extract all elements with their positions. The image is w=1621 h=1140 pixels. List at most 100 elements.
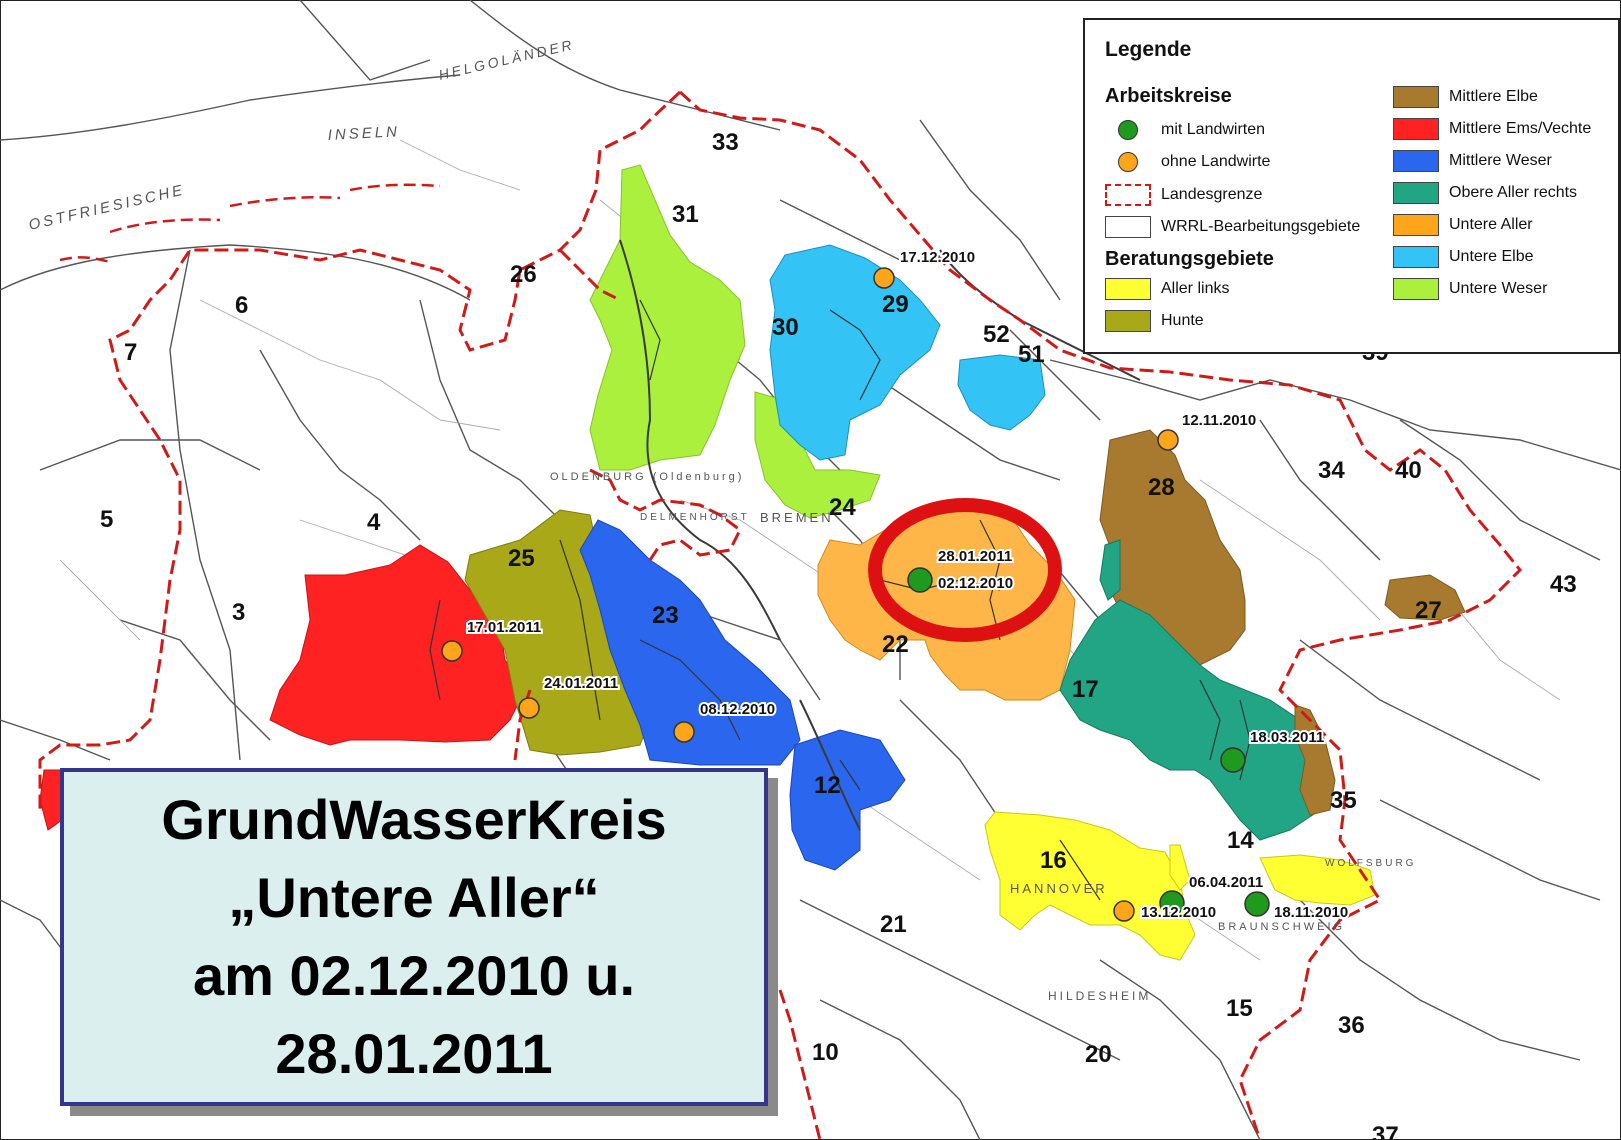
place-label: BREMEN — [760, 510, 834, 525]
area-obere-aller-rechts-17-14 — [1059, 599, 1331, 841]
callout-line-4: 28.01.2011 — [275, 1022, 553, 1085]
orange-dot-icon — [1118, 152, 1138, 172]
area-mittlere-weser-23 — [579, 519, 801, 766]
area-number-25: 25 — [508, 545, 535, 572]
area-number-27: 27 — [1415, 597, 1442, 624]
color-swatch-icon — [1105, 310, 1151, 332]
area-number-7: 7 — [124, 339, 137, 366]
legend-label: Aller links — [1161, 280, 1230, 297]
dashed-border-icon — [1105, 184, 1151, 206]
area-untere-weser-31 — [589, 164, 746, 471]
highlight-ellipse — [868, 498, 1062, 642]
white-swatch-icon — [1105, 216, 1151, 238]
area-number-16: 16 — [1040, 847, 1067, 874]
green-dot-icon — [1244, 891, 1270, 917]
orange-dot-icon — [441, 640, 463, 662]
legend-item-wrrl: WRRL-Bearbeitungsgebiete — [1105, 216, 1360, 238]
legend-item-mittlere-elbe: Mittlere Elbe — [1393, 86, 1538, 108]
legend-beratungsgebiete-title: Beratungsgebiete — [1105, 248, 1274, 270]
area-aller-links-east — [1259, 854, 1376, 906]
orange-dot-icon — [518, 697, 540, 719]
orange-dot-icon — [873, 267, 895, 289]
legend-label: ohne Landwirte — [1161, 153, 1271, 170]
legend-item-ohne-landwirte: ohne Landwirte — [1105, 152, 1270, 172]
color-swatch-icon — [1393, 278, 1439, 300]
legend-item-mittlere-ems-vechte: Mittlere Ems/Vechte — [1393, 118, 1591, 140]
area-number-6: 6 — [235, 292, 248, 319]
area-number-43: 43 — [1550, 571, 1577, 598]
area-untere-elbe-30 — [769, 244, 941, 461]
area-mittlere-elbe-27 — [1384, 574, 1466, 621]
area-number-5: 5 — [100, 506, 113, 533]
legend-label: Obere Aller rechts — [1449, 184, 1578, 201]
place-label: WOLFSBURG — [1325, 858, 1416, 869]
area-number-20: 20 — [1085, 1041, 1112, 1068]
green-dot-icon — [907, 567, 933, 593]
meeting-date-label: 13.12.2010 — [1141, 904, 1216, 921]
color-swatch-icon — [1105, 278, 1151, 300]
meeting-date-label: 17.01.2011 — [467, 619, 541, 636]
legend-label: Untere Weser — [1449, 280, 1548, 297]
legend-title: Legende — [1105, 38, 1192, 61]
area-number-10: 10 — [812, 1039, 839, 1066]
callout-box: GrundWasserKreis „Untere Aller“ am 02.12… — [60, 768, 768, 1106]
legend-label: Mittlere Ems/Vechte — [1449, 120, 1592, 137]
area-number-21: 21 — [880, 911, 907, 938]
meeting-date-label: 18.11.2010 — [1274, 904, 1348, 921]
meeting-date-label: 17.12.2010 — [900, 249, 975, 266]
legend-item-aller-links: Aller links — [1105, 278, 1229, 300]
green-dot-icon — [1118, 120, 1138, 140]
place-label: BRAUNSCHWEIG — [1218, 921, 1345, 933]
callout-line-1: GrundWasserKreis — [161, 788, 667, 851]
meeting-date-label: 02.12.2010 — [938, 575, 1013, 592]
area-number-40: 40 — [1395, 457, 1422, 484]
legend: Legende Arbeitskreise mit Landwirten ohn… — [1083, 18, 1620, 354]
area-number-33: 33 — [712, 129, 739, 156]
area-obere-aller-rechts-strip — [1099, 539, 1121, 601]
place-label: INSELN — [327, 123, 400, 144]
legend-item-landesgrenze: Landesgrenze — [1105, 184, 1262, 206]
orange-dot-icon — [1157, 429, 1179, 451]
area-number-52: 52 — [983, 321, 1010, 348]
area-number-12: 12 — [814, 772, 841, 799]
legend-item-mit-landwirten: mit Landwirten — [1105, 120, 1265, 140]
area-aller-links-mid — [1169, 844, 1191, 891]
meeting-date-label: 12.11.2010 — [1182, 412, 1256, 429]
legend-item-hunte: Hunte — [1105, 310, 1204, 332]
area-number-37: 37 — [1372, 1122, 1399, 1140]
legend-label: Landesgrenze — [1161, 186, 1263, 203]
callout-line-3: am 02.12.2010 u. — [192, 944, 636, 1007]
area-number-34: 34 — [1318, 457, 1345, 484]
green-dot-icon — [1159, 890, 1185, 916]
area-number-22: 22 — [882, 631, 909, 658]
legend-item-untere-aller: Untere Aller — [1393, 214, 1533, 236]
meeting-date-label: 24.01.2011 — [544, 675, 618, 692]
area-number-36: 36 — [1338, 1012, 1365, 1039]
area-number-14: 14 — [1227, 827, 1254, 854]
area-number-23: 23 — [652, 602, 679, 629]
orange-dot-icon — [673, 721, 695, 743]
legend-label: Hunte — [1161, 312, 1204, 329]
area-number-15: 15 — [1226, 995, 1253, 1022]
place-label: OLDENBURG (Oldenburg) — [550, 471, 744, 483]
color-swatch-icon — [1393, 118, 1439, 140]
area-number-17: 17 — [1072, 676, 1099, 703]
area-number-24: 24 — [829, 494, 856, 521]
color-swatch-icon — [1393, 246, 1439, 268]
area-number-31: 31 — [672, 201, 699, 228]
east-frisian-islands — [59, 183, 441, 264]
meeting-date-label: 06.04.2011 — [1189, 874, 1263, 891]
area-untere-elbe-51 — [957, 354, 1046, 431]
legend-label: WRRL-Bearbeitungsgebiete — [1161, 218, 1361, 235]
place-label: HANNOVER — [1010, 881, 1108, 896]
meeting-date-label: 28.01.2011 — [938, 548, 1012, 565]
place-label: HILDESHEIM — [1048, 989, 1151, 1003]
color-swatch-icon — [1393, 182, 1439, 204]
legend-item-untere-weser: Untere Weser — [1393, 278, 1547, 300]
area-mittlere-elbe-35 — [1294, 704, 1336, 816]
area-number-3: 3 — [232, 599, 245, 626]
place-label: DELMENHORST — [640, 512, 750, 523]
area-mittlere-ems-vechte — [269, 544, 526, 746]
color-swatch-icon — [1393, 150, 1439, 172]
